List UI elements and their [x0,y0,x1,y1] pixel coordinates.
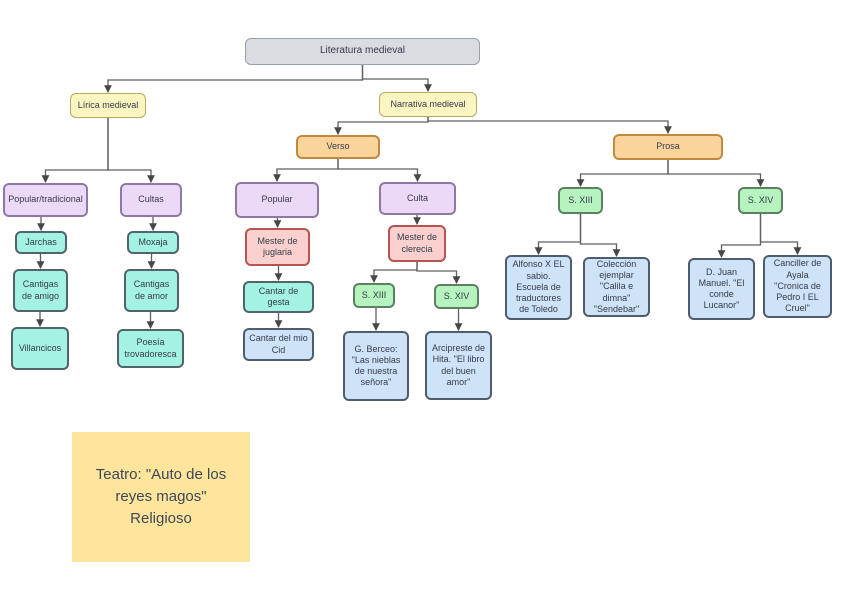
connector-literatura-to-narrativa [361,65,432,93]
node-cantigas-amigo[interactable]: Cantigas de amigo [13,269,68,312]
connector-prosa-to-sxiii-prosa [576,160,669,188]
node-sxiv-prosa[interactable]: S. XIV [738,187,783,214]
sticky-note[interactable]: Teatro: "Auto de los reyes magos" Religi… [72,432,250,562]
connector-mester-clerecia-to-sxiv-verso [416,262,461,285]
connector-narrativa-to-prosa [427,117,672,135]
connector-mester-clerecia-to-sxiii-verso [370,262,418,284]
connector-sxiv-prosa-to-canciller [759,214,802,256]
connector-narrativa-to-verso [334,117,429,136]
node-cantigas-amor[interactable]: Cantigas de amor [124,269,179,312]
connector-lirica-to-cultas [107,118,155,184]
node-arcipreste[interactable]: Arcipreste de Hita. "El libro del buen a… [425,331,492,400]
node-jarchas[interactable]: Jarchas [15,231,67,254]
node-mester-clerecia[interactable]: Mester de clerecia [388,225,446,262]
node-canciller[interactable]: Canciller de Ayala "Cronica de Pedro I E… [763,255,832,318]
connector-verso-to-culta-verso [337,159,422,183]
sticky-note-line: Teatro: "Auto de los reyes magos" [95,466,227,506]
connector-lirica-to-popular-trad [41,118,109,184]
node-sxiv-verso[interactable]: S. XIV [434,284,479,309]
node-sxiii-prosa[interactable]: S. XIII [558,187,603,214]
node-alfonso[interactable]: Alfonso X EL sabio. Escuela de traductor… [505,255,572,320]
node-verso[interactable]: Verso [296,135,380,159]
node-djuan[interactable]: D. Juan Manuel. "El conde Lucanor" [688,258,755,320]
sticky-note-line: Religioso [130,509,192,527]
node-cultas[interactable]: Cultas [120,183,182,217]
node-berceo[interactable]: G. Berceo: "Las nieblas de nuestra señor… [343,331,409,401]
node-sxiii-verso[interactable]: S. XIII [353,283,395,308]
node-literatura[interactable]: Literatura medieval [245,38,480,65]
connector-literatura-to-lirica [104,65,364,94]
node-culta-verso[interactable]: Culta [379,182,456,215]
node-popular-verso[interactable]: Popular [235,182,319,218]
node-mester-juglaria[interactable]: Mester de juglaria [245,228,310,266]
node-lirica[interactable]: Lírica medieval [70,93,146,118]
node-prosa[interactable]: Prosa [613,134,723,160]
node-cantar-gesta[interactable]: Cantar de gesta [243,281,314,313]
connector-sxiii-prosa-to-alfonso [534,214,582,256]
node-cantar-cid[interactable]: Cantar del mio Cid [243,328,314,361]
node-poesia[interactable]: Poesía trovadoresca [117,329,184,368]
node-moxaja[interactable]: Moxaja [127,231,179,254]
node-coleccion[interactable]: Colección ejemplar "Calila e dimna" "Sen… [583,257,650,317]
connector-sxiv-prosa-to-djuan [717,214,762,259]
connector-sxiii-prosa-to-coleccion [579,214,621,258]
node-narrativa[interactable]: Narrativa medieval [379,92,477,117]
connector-verso-to-popular-verso [273,159,339,183]
node-popular-trad[interactable]: Popular/tradicional [3,183,88,217]
node-villancicos[interactable]: Villancicos [11,327,69,370]
connector-prosa-to-sxiv-prosa [667,160,765,188]
